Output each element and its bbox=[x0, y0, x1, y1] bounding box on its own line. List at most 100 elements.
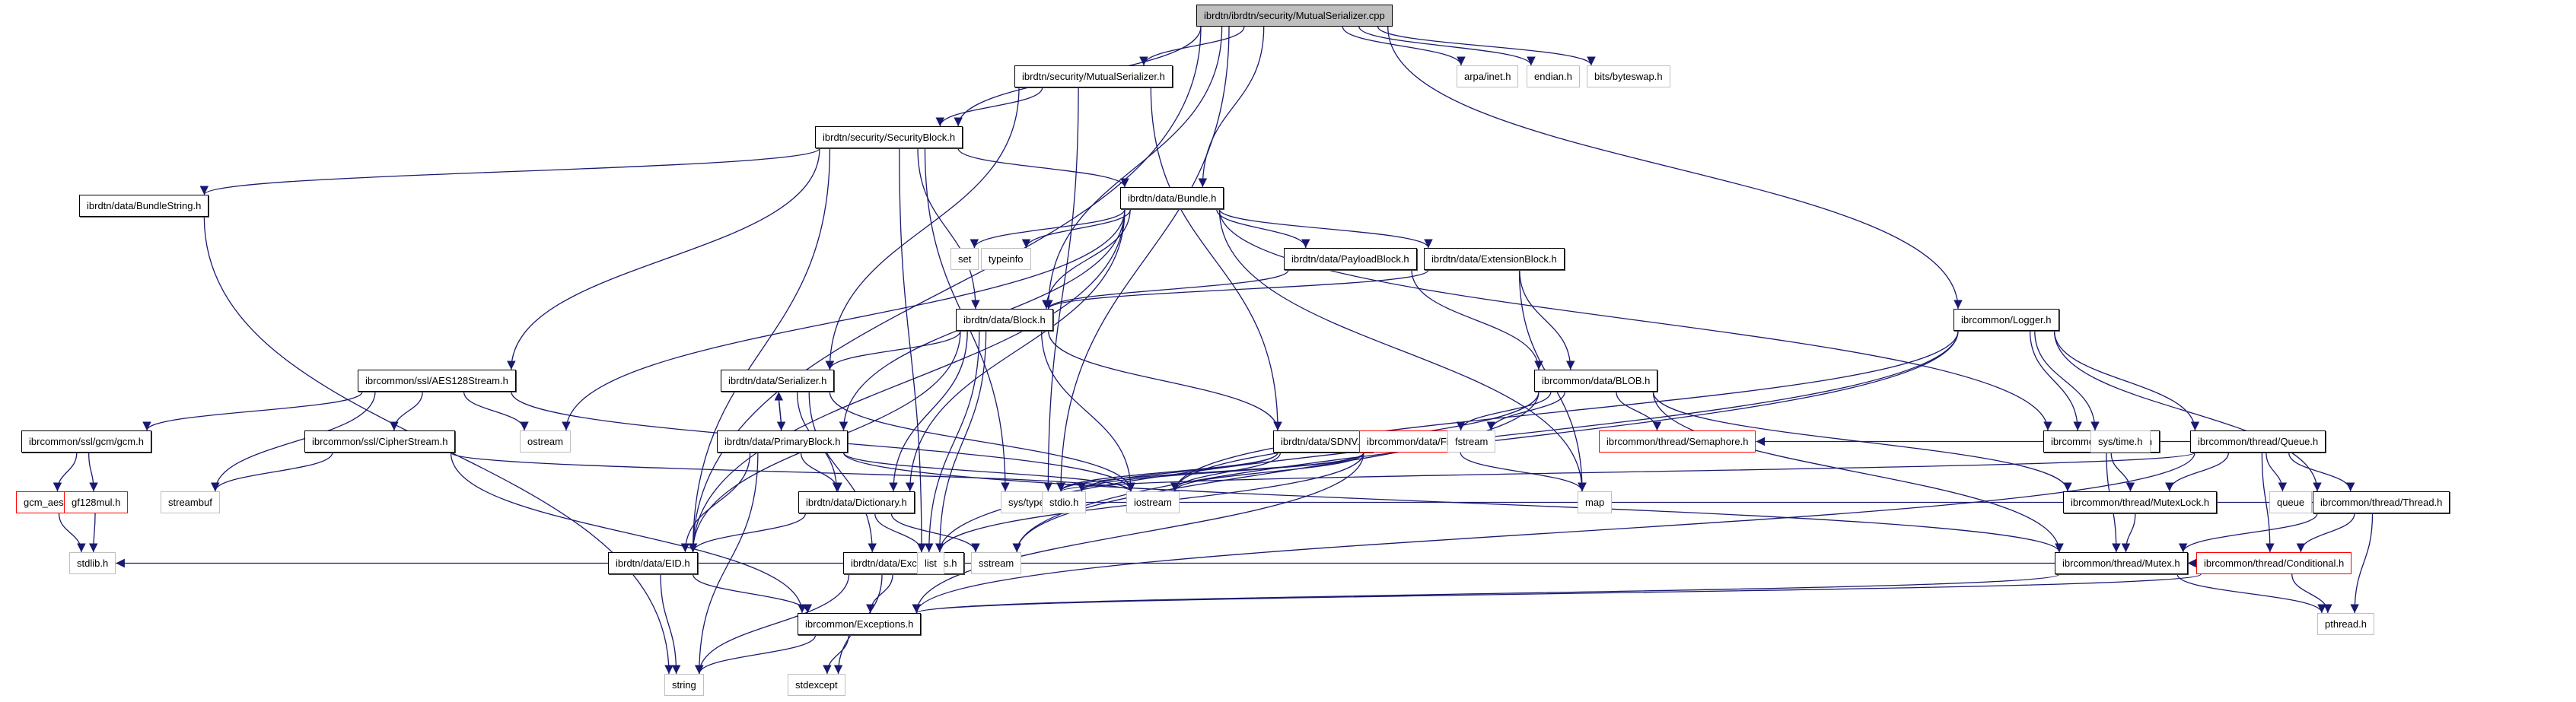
edge-secblk-to-eid bbox=[688, 148, 831, 553]
node-label: ostream bbox=[527, 436, 563, 447]
node-queue: queue bbox=[2269, 491, 2313, 513]
edge-extblk-to-blob bbox=[1519, 269, 1575, 370]
node-thread[interactable]: ibrcommon/thread/Thread.h bbox=[2313, 491, 2450, 513]
edge-block-to-sdnv bbox=[1048, 330, 1282, 431]
node-block[interactable]: ibrdtn/data/Block.h bbox=[956, 309, 1053, 331]
edge-gcm-to-gf128 bbox=[88, 452, 98, 492]
node-label: ibrcommon/ssl/AES128Stream.h bbox=[365, 375, 508, 386]
node-msh[interactable]: ibrdtn/security/MutualSerializer.h bbox=[1014, 65, 1173, 87]
node-eid[interactable]: ibrdtn/data/EID.h bbox=[608, 552, 698, 574]
node-sstream: sstream bbox=[971, 552, 1022, 574]
node-label: ibrcommon/ssl/gcm/gcm.h bbox=[29, 436, 144, 447]
edge-bundle-to-eid bbox=[688, 208, 1126, 553]
edge-root-to-byteswap bbox=[1377, 26, 1596, 66]
node-label: ibrdtn/data/Bundle.h bbox=[1128, 192, 1217, 204]
node-set: set bbox=[950, 248, 979, 270]
edge-file-to-map bbox=[1460, 452, 1587, 492]
node-label: ibrdtn/data/Serializer.h bbox=[728, 375, 827, 386]
edge-msh-to-systypes bbox=[1043, 87, 1079, 492]
edge-secblk-to-bstring bbox=[199, 148, 820, 195]
edge-msh-to-secblk bbox=[935, 87, 1043, 127]
edge-block-to-dexc bbox=[924, 330, 980, 553]
node-stdio: stdio.h bbox=[1042, 491, 1087, 513]
node-mutexlock[interactable]: ibrcommon/thread/MutexLock.h bbox=[2063, 491, 2218, 513]
node-label: fstream bbox=[1455, 436, 1489, 447]
node-payload[interactable]: ibrdtn/data/PayloadBlock.h bbox=[1284, 248, 1417, 270]
node-label: ibrcommon/ssl/CipherStream.h bbox=[312, 436, 448, 447]
edge-dictionary-to-sstream bbox=[890, 513, 980, 553]
node-serializer[interactable]: ibrdtn/data/Serializer.h bbox=[721, 370, 835, 392]
node-conditional[interactable]: ibrcommon/thread/Conditional.h bbox=[2196, 552, 2352, 574]
node-queue_h[interactable]: ibrcommon/thread/Queue.h bbox=[2190, 430, 2326, 453]
edge-thread-to-mutex bbox=[2178, 513, 2318, 553]
edge-msh-to-serializer bbox=[825, 87, 1020, 370]
edge-bundle-to-refcnt bbox=[1218, 208, 2052, 431]
node-typeinfo: typeinfo bbox=[981, 248, 1031, 270]
edge-cexc-to-string bbox=[695, 634, 817, 675]
node-label: ibrcommon/thread/MutexLock.h bbox=[2071, 497, 2210, 508]
node-aes[interactable]: ibrcommon/ssl/AES128Stream.h bbox=[358, 370, 516, 392]
edge-dexc-to-cexc bbox=[865, 573, 893, 614]
node-secblk[interactable]: ibrdtn/security/SecurityBlock.h bbox=[815, 126, 963, 148]
node-systime: sys/time.h bbox=[2090, 430, 2151, 453]
edge-file-to-iostream bbox=[1170, 452, 1364, 492]
node-gf128[interactable]: gf128mul.h bbox=[64, 491, 129, 513]
edge-root-to-block bbox=[1043, 26, 1223, 310]
node-label: ibrdtn/ibrdtn/security/MutualSerializer.… bbox=[1204, 10, 1385, 21]
node-byteswap: bits/byteswap.h bbox=[1587, 65, 1670, 87]
node-label: arpa/inet.h bbox=[1464, 71, 1511, 82]
edge-mutex-to-pthread bbox=[2176, 573, 2326, 614]
edge-msh-to-sdnv bbox=[1150, 87, 1282, 431]
node-blob[interactable]: ibrcommon/data/BLOB.h bbox=[1534, 370, 1658, 392]
node-label: map bbox=[1585, 497, 1605, 508]
node-dexc[interactable]: ibrdtn/data/Exceptions.h bbox=[843, 552, 965, 574]
edge-root-to-endian bbox=[1358, 26, 1536, 66]
node-primary[interactable]: ibrdtn/data/PrimaryBlock.h bbox=[717, 430, 849, 453]
node-gcm[interactable]: ibrcommon/ssl/gcm/gcm.h bbox=[21, 430, 151, 453]
edge-blob-to-file bbox=[1456, 391, 1552, 431]
node-label: ibrdtn/security/MutualSerializer.h bbox=[1022, 71, 1165, 82]
node-label: ibrcommon/data/BLOB.h bbox=[1542, 375, 1651, 386]
edge-cipher-to-cexc bbox=[450, 452, 807, 614]
edge-bundle-to-set bbox=[970, 208, 1126, 249]
node-label: ibrcommon/thread/Semaphore.h bbox=[1606, 436, 1749, 447]
node-logger[interactable]: ibrcommon/Logger.h bbox=[1953, 309, 2059, 331]
edge-gcm-to-gcmaes bbox=[53, 452, 78, 492]
edge-conditional-to-pthread bbox=[2291, 573, 2332, 614]
node-label: ibrdtn/data/PayloadBlock.h bbox=[1291, 253, 1409, 265]
edge-aes-to-streambuf bbox=[211, 391, 376, 492]
node-semaphore[interactable]: ibrcommon/thread/Semaphore.h bbox=[1599, 430, 1756, 453]
node-stdlib: stdlib.h bbox=[69, 552, 116, 574]
edge-sdnv-to-stdio bbox=[1077, 452, 1278, 492]
node-mutex[interactable]: ibrcommon/thread/Mutex.h bbox=[2055, 552, 2188, 574]
node-map: map bbox=[1578, 491, 1613, 513]
edge-root-to-arpa bbox=[1342, 26, 1466, 66]
edge-extblk-to-block bbox=[1044, 269, 1429, 310]
edge-logger-to-systime bbox=[2034, 330, 2100, 431]
node-root: ibrdtn/ibrdtn/security/MutualSerializer.… bbox=[1196, 5, 1393, 27]
edge-primary-to-eid bbox=[680, 452, 751, 553]
node-label: ibrcommon/thread/Thread.h bbox=[2320, 497, 2443, 508]
edge-dexc-to-string bbox=[694, 573, 850, 675]
node-label: queue bbox=[2277, 497, 2305, 508]
edge-cipher-to-streambuf bbox=[211, 452, 333, 492]
edge-root-to-msh bbox=[1139, 26, 1245, 66]
node-dictionary[interactable]: ibrdtn/data/Dictionary.h bbox=[798, 491, 915, 513]
node-extblk[interactable]: ibrdtn/data/ExtensionBlock.h bbox=[1424, 248, 1565, 270]
node-cipher[interactable]: ibrcommon/ssl/CipherStream.h bbox=[304, 430, 456, 453]
edge-dictionary-to-list bbox=[874, 513, 926, 553]
edge-gcmaes-to-stdlib bbox=[58, 513, 86, 553]
node-bstring[interactable]: ibrdtn/data/BundleString.h bbox=[79, 195, 209, 217]
edge-queue_h-to-cexc bbox=[912, 452, 2195, 614]
node-sdnv[interactable]: ibrdtn/data/SDNV.h bbox=[1273, 430, 1373, 453]
node-label: ibrdtn/data/ExtensionBlock.h bbox=[1431, 253, 1557, 265]
node-bundle[interactable]: ibrdtn/data/Bundle.h bbox=[1120, 187, 1224, 209]
edge-queue_h-to-queue bbox=[2266, 452, 2288, 492]
edge-logger-to-iostream bbox=[1170, 330, 1959, 492]
node-label: ibrdtn/data/SDNV.h bbox=[1281, 436, 1365, 447]
edge-cipher-to-iostream bbox=[450, 452, 1135, 492]
node-label: bits/byteswap.h bbox=[1594, 71, 1663, 82]
node-cexc[interactable]: ibrcommon/Exceptions.h bbox=[798, 613, 922, 635]
node-stdexcept: stdexcept bbox=[788, 674, 845, 696]
